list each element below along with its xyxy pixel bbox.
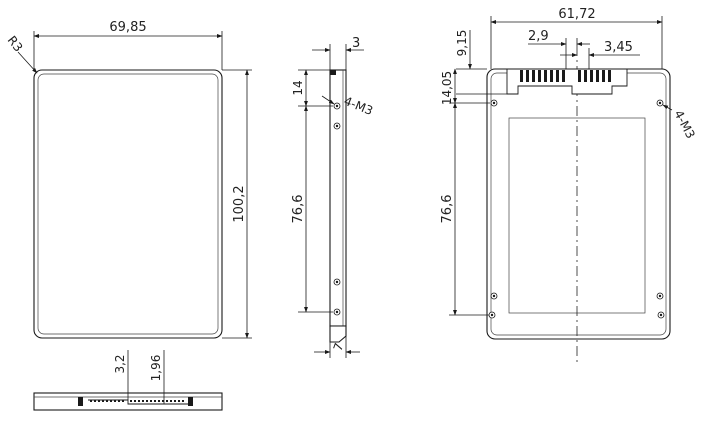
back-hole-leader (662, 104, 673, 111)
side-top-offset-label: 14 (291, 80, 305, 95)
back-hole-top-label: 14,05 (440, 71, 454, 105)
back-hole-2-center (658, 101, 662, 105)
back-connector (506, 68, 628, 95)
back-outline (486, 68, 671, 340)
front-width-label: 69,85 (109, 20, 146, 35)
back-hole-label: 4-M3 (671, 108, 697, 141)
side-hole-label: 4-M3 (342, 94, 375, 118)
front-inner-outline (37, 73, 219, 335)
side-hole-leader (321, 95, 335, 105)
side-hole-2-center (335, 124, 339, 128)
radius-label: R3 (5, 33, 26, 54)
back-hole-1-center (492, 101, 496, 105)
side-hole-1-center (335, 104, 339, 108)
back-view: 61,72 2,9 3,45 9,15 14,05 76,6 4-M3 (440, 7, 698, 362)
back-top-label: 9,15 (455, 30, 469, 57)
front-outline (33, 69, 223, 339)
back-hole-4-center (658, 294, 662, 298)
side-hole-3-center (335, 280, 339, 284)
bottom-key-left (78, 397, 83, 406)
back-pitch-label: 2,9 (528, 29, 549, 44)
bottom-key-right (188, 397, 193, 406)
bottom-left-label: 3,2 (113, 354, 127, 373)
front-height-label: 100,2 (232, 185, 247, 222)
bottom-right-label: 1,96 (149, 355, 163, 382)
front-view: 69,85 100,2 R3 (5, 20, 252, 339)
side-hole-spacing-label: 76,6 (291, 195, 306, 224)
back-hole-spacing-label: 76,6 (440, 195, 455, 224)
back-hole-6-center (659, 313, 663, 317)
side-bottom-lip (329, 325, 347, 343)
radius-leader (17, 51, 38, 74)
back-hole-5-center (490, 313, 494, 317)
back-hole-3-center (492, 294, 496, 298)
side-bottom-label: 7 (331, 341, 347, 353)
back-width-label: 61,72 (558, 7, 595, 22)
bottom-view: 3,2 1,96 (33, 350, 223, 411)
side-view: 3 14 76,6 4-M3 7 (291, 36, 375, 358)
side-thickness-label: 3 (352, 36, 360, 51)
side-top-tab (330, 70, 336, 75)
back-offset-label: 3,45 (604, 40, 633, 55)
side-hole-4-center (335, 310, 339, 314)
